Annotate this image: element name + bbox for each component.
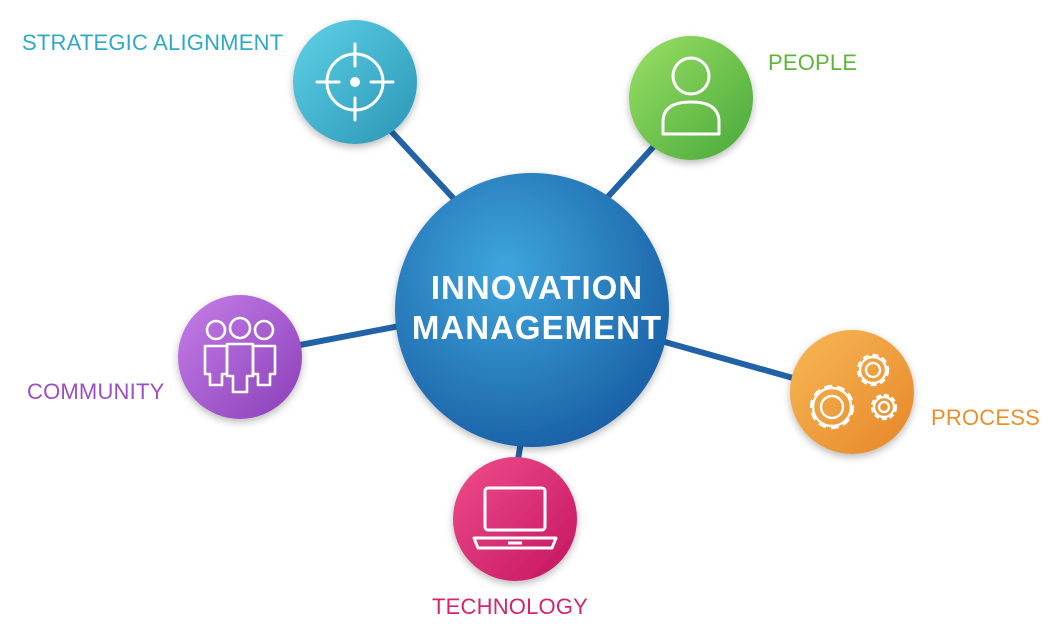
person-icon (661, 56, 721, 136)
connector-people (602, 142, 658, 203)
gears-icon (809, 353, 898, 430)
connector-strategic-alignment (387, 127, 458, 203)
label-strategic-alignment: STRATEGIC ALIGNMENT (22, 30, 284, 55)
group-icon (203, 316, 277, 394)
node-process (790, 330, 914, 454)
center-title: INNOVATION MANAGEMENT (392, 268, 682, 348)
label-process: PROCESS (931, 405, 1040, 430)
node-community (178, 295, 302, 419)
center-circle (395, 173, 669, 447)
node-technology (453, 457, 577, 581)
center-title-line2: MANAGEMENT (411, 309, 663, 346)
connector-process (662, 339, 803, 383)
center-title-line1: INNOVATION (430, 269, 644, 306)
connectors (297, 127, 803, 463)
node-people (629, 36, 753, 160)
label-technology: TECHNOLOGY (432, 594, 589, 619)
target-icon (315, 42, 395, 122)
label-community: COMMUNITY (27, 379, 165, 404)
laptop-icon (472, 486, 558, 550)
label-people: PEOPLE (768, 50, 858, 75)
node-strategic-alignment (293, 20, 417, 144)
connector-community (297, 322, 408, 348)
